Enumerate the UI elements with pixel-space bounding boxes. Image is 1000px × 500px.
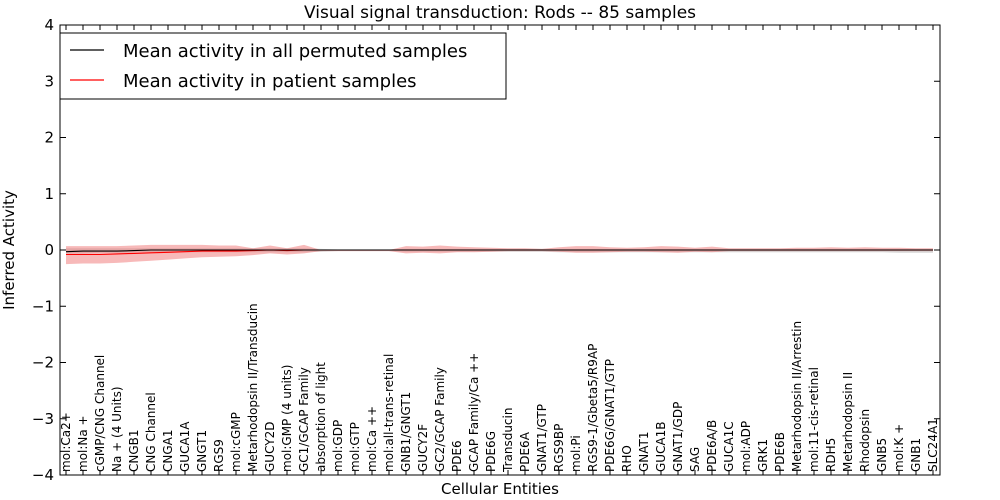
- line-series-0: [65, 249, 933, 253]
- x-tick-label: mol:Pi: [569, 435, 583, 472]
- y-tick-label: 3: [44, 72, 54, 90]
- x-tick-label: SAG: [688, 447, 702, 472]
- x-tick-label: absorption of light: [314, 362, 328, 472]
- x-tick-label: GNAT1/GTP: [535, 404, 549, 472]
- x-tick-label: PDE6G/GNAT1/GTP: [603, 359, 617, 472]
- x-tick-label: CNGA1: [161, 430, 175, 473]
- x-tick-label: mol:all-trans-retinal: [382, 354, 396, 472]
- x-tick-label: GC1/GCAP Family: [297, 367, 311, 472]
- x-tick-label: cGMP/CNG Channel: [93, 355, 107, 472]
- legend-label-patient: Mean activity in patient samples: [123, 71, 417, 92]
- x-tick-label: mol:K +: [892, 424, 906, 472]
- y-tick-label: 4: [44, 16, 54, 34]
- x-tick-label: RGS9BP: [552, 424, 566, 472]
- band-series-1: [66, 244, 933, 265]
- x-tick-label: PDE6: [450, 440, 464, 472]
- x-tick-label: RGS9-1/Gbeta5/R9AP: [586, 344, 600, 472]
- x-tick-label: mol:Ca ++: [365, 406, 379, 472]
- x-tick-label: mol:GTP: [348, 422, 362, 472]
- x-tick-label: GCAP Family/Ca ++: [467, 353, 481, 472]
- x-tick-label: mol:GDP: [331, 420, 345, 472]
- y-axis-label: Inferred Activity: [0, 190, 18, 310]
- confidence-bands: [66, 244, 933, 265]
- legend: Mean activity in all permuted samples Me…: [59, 32, 507, 100]
- x-tick-label: GC2/GCAP Family: [433, 367, 447, 472]
- x-tick-label: GUCY2D: [263, 422, 277, 472]
- legend-label-permuted: Mean activity in all permuted samples: [123, 41, 467, 62]
- x-tick-label: PDE6A: [518, 431, 532, 472]
- chart-title: Visual signal transduction: Rods -- 85 s…: [304, 3, 696, 23]
- x-tick-label: GUCY2F: [416, 424, 430, 472]
- x-tick-label: mol:cGMP: [229, 412, 243, 472]
- x-tick-label: RDH5: [824, 438, 838, 472]
- y-tick-label: −2: [32, 354, 54, 372]
- x-tick-label: GNAT1/GDP: [671, 402, 685, 472]
- x-tick-label: PDE6A/B: [705, 420, 719, 472]
- x-tick-label: mol:ADP: [739, 421, 753, 472]
- y-axis-ticks: 4 3 2 1 0 −1 −2 −3 −4: [32, 16, 940, 484]
- x-axis-label: Cellular Entities: [441, 480, 559, 498]
- x-tick-label: Na + (4 Units): [110, 386, 124, 472]
- x-tick-label: Metarhodopsin II/Arrestin: [790, 321, 804, 472]
- x-tick-label: Rhodopsin: [858, 409, 872, 472]
- x-tick-label: Metarhodopsin II/Transducin: [246, 303, 260, 472]
- series-lines: [65, 249, 933, 256]
- x-tick-label: Metarhodopsin II: [841, 372, 855, 472]
- y-tick-label: −4: [32, 466, 54, 484]
- x-tick-label: GNB5: [875, 438, 889, 472]
- x-tick-label: CNG Channel: [144, 392, 158, 472]
- x-tick-label: GNB1: [909, 438, 923, 472]
- x-tick-label: mol:Na +: [76, 415, 90, 472]
- x-tick-label: mol:11-cis-retinal: [807, 367, 821, 472]
- y-tick-label: 0: [44, 241, 54, 259]
- x-tick-label: SLC24A1: [926, 418, 940, 472]
- x-tick-label: GNAT1: [637, 431, 651, 472]
- x-tick-label: GUCA1C: [722, 421, 736, 472]
- y-tick-label: −1: [32, 297, 54, 315]
- x-tick-label: mol:GMP (4 units): [280, 365, 294, 472]
- x-tick-label: PDE6B: [773, 432, 787, 472]
- x-tick-label: GRK1: [756, 439, 770, 472]
- x-tick-label: RHO: [620, 445, 634, 472]
- x-tick-label: PDE6G: [484, 431, 498, 472]
- y-tick-label: −3: [32, 410, 54, 428]
- x-tick-label: GUCA1A: [178, 421, 192, 472]
- x-tick-label: RGS9: [212, 439, 226, 472]
- x-tick-label: GUCA1B: [654, 421, 668, 472]
- x-tick-label: GNB1/GNGT1: [399, 392, 413, 472]
- x-tick-label: CNGB1: [127, 429, 141, 472]
- legend-box: [59, 32, 507, 100]
- x-tick-label: Transducin: [501, 408, 515, 473]
- x-tick-label: mol:Ca2+: [59, 412, 73, 472]
- y-tick-label: 2: [44, 129, 54, 147]
- x-tick-label: GNGT1: [195, 430, 209, 472]
- y-tick-label: 1: [44, 185, 54, 203]
